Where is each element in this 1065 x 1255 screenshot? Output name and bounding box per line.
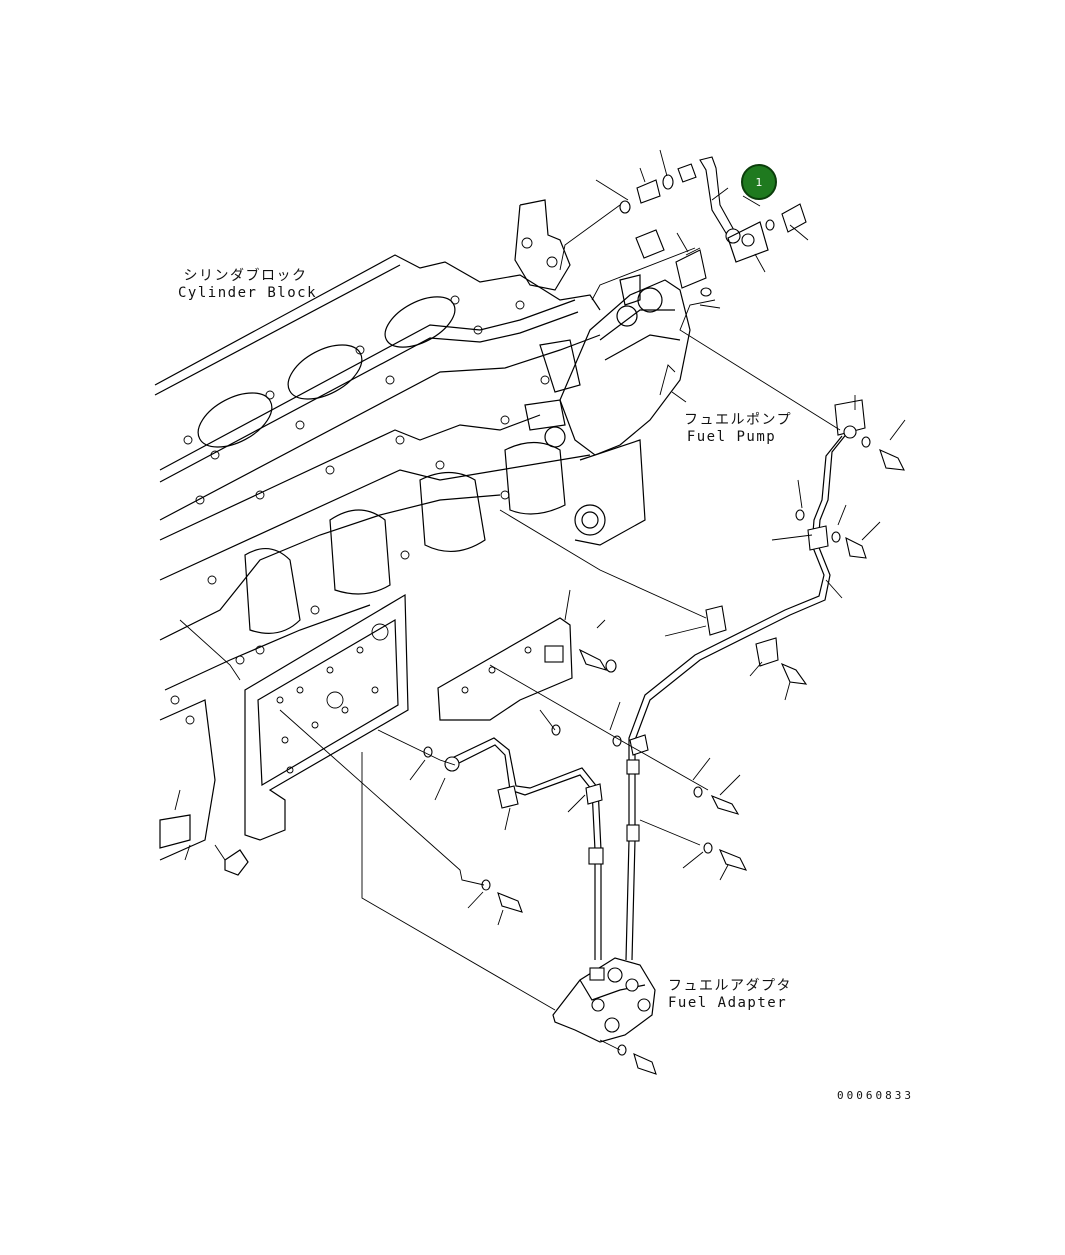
fuel-adapter-label-jp: フュエルアダプタ bbox=[668, 978, 792, 994]
fuel-pump-label: フュエルポンプ Fuel Pump bbox=[684, 412, 793, 446]
leader-lines bbox=[174, 149, 906, 1051]
figure-number: 00060833 bbox=[837, 1089, 914, 1102]
cylinder-block-label-en: Cylinder Block bbox=[178, 285, 318, 301]
high-pressure-pipe-1 bbox=[677, 156, 769, 263]
fuel-adapter-label: フュエルアダプタ Fuel Adapter bbox=[668, 978, 792, 1012]
fuel-adapter-label-en: Fuel Adapter bbox=[668, 995, 788, 1011]
callout-item-1[interactable]: 1 bbox=[741, 164, 777, 200]
cylinder-block-label: シリンダブロック Cylinder Block bbox=[178, 268, 318, 302]
fuel-adapter bbox=[552, 957, 656, 1043]
bolts-and-washers bbox=[481, 648, 748, 1075]
fuel-line-left-loop bbox=[423, 737, 604, 960]
fuel-pump bbox=[524, 274, 691, 456]
side-cover-plates bbox=[244, 593, 573, 841]
fuel-pump-label-jp: フュエルポンプ bbox=[684, 412, 793, 428]
upper-fittings bbox=[619, 174, 807, 297]
cylinder-block-label-jp: シリンダブロック bbox=[183, 268, 308, 284]
cylinder-block bbox=[154, 199, 646, 876]
fuel-pump-label-en: Fuel Pump bbox=[686, 429, 777, 445]
fuel-line-pump-to-adapter bbox=[625, 399, 905, 961]
